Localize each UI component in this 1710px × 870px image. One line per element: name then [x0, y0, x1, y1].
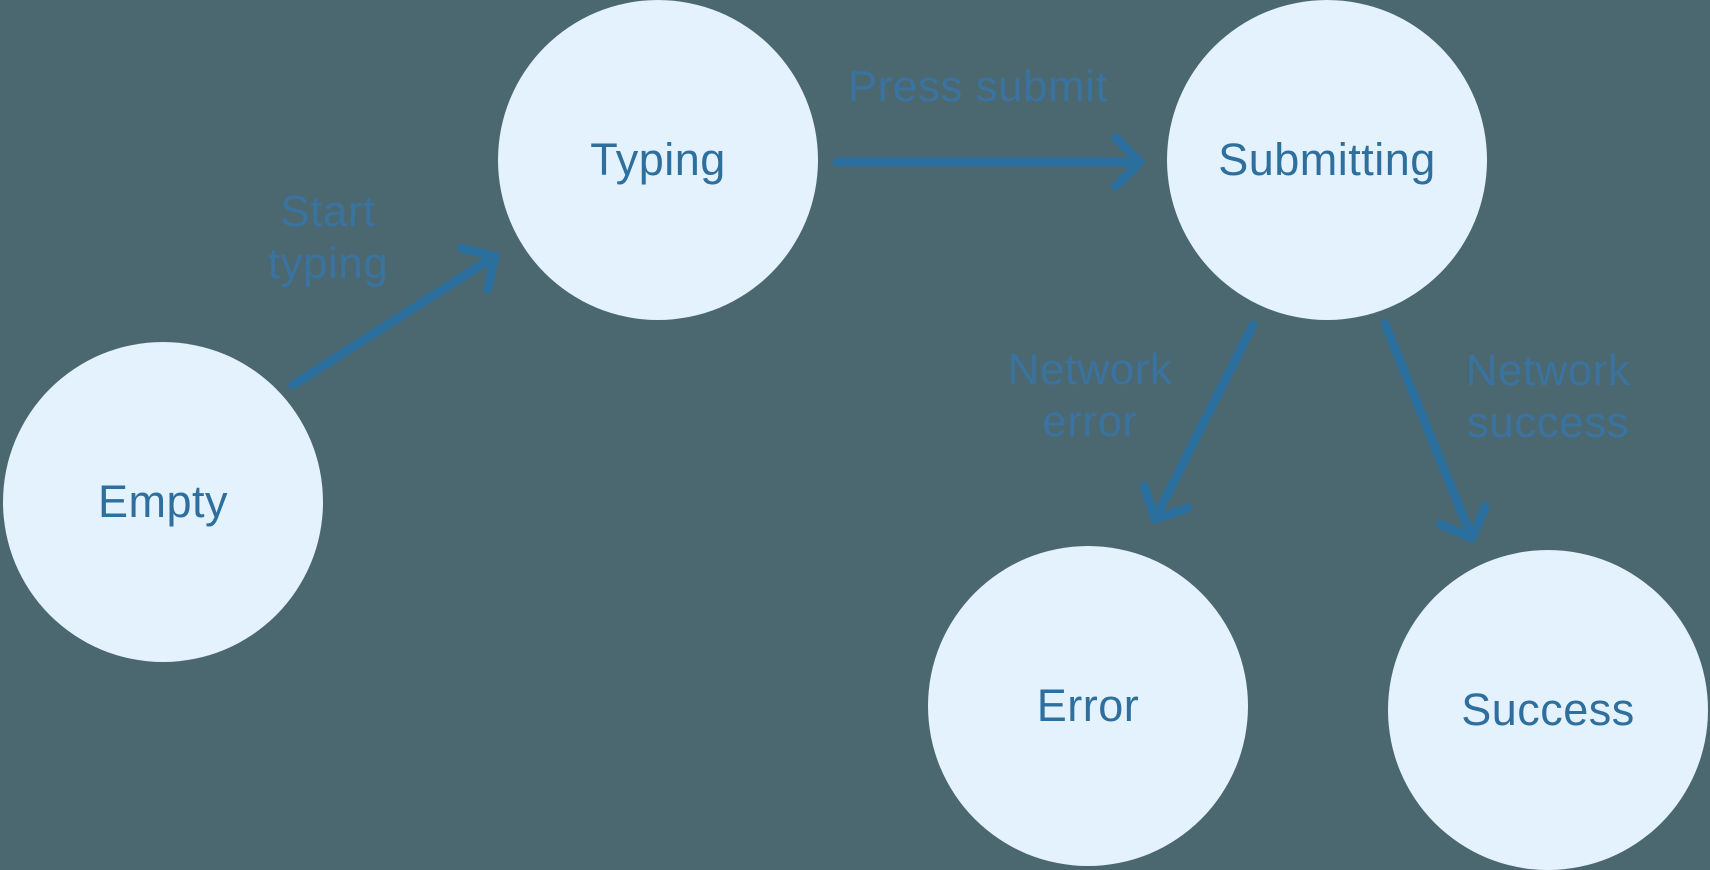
state-node-error: Error	[928, 546, 1248, 866]
transition-label-line: error	[1042, 397, 1138, 446]
arrow-empty-to-typing	[288, 244, 500, 390]
transition-label-line: typing	[267, 239, 389, 288]
state-label-success: Success	[1461, 684, 1635, 735]
state-label-submitting: Submitting	[1218, 134, 1436, 185]
state-label-typing: Typing	[590, 134, 726, 185]
arrow-submitting-to-error	[1139, 320, 1258, 524]
state-label-empty: Empty	[97, 476, 229, 527]
state-node-submitting: Submitting	[1167, 0, 1487, 320]
transition-label-press-submit: Press submit	[848, 61, 1108, 113]
arrow-submitting-to-success	[1380, 319, 1490, 543]
transition-label-line: Press submit	[847, 62, 1109, 111]
state-node-empty: Empty	[3, 342, 323, 662]
arrow-typing-to-submitting	[832, 133, 1145, 191]
state-label-error: Error	[1036, 680, 1140, 731]
state-node-typing: Typing	[498, 0, 818, 320]
transition-label-line: Network	[1465, 346, 1631, 395]
transition-label-line: success	[1466, 398, 1630, 447]
transition-label-network-error: Network error	[1008, 344, 1173, 448]
transition-label-line: Start	[280, 187, 376, 236]
transition-label-network-success: Network success	[1466, 345, 1631, 449]
state-node-success: Success	[1388, 550, 1708, 870]
transition-label-start-typing: Start typing	[268, 186, 388, 290]
transition-label-line: Network	[1007, 345, 1173, 394]
